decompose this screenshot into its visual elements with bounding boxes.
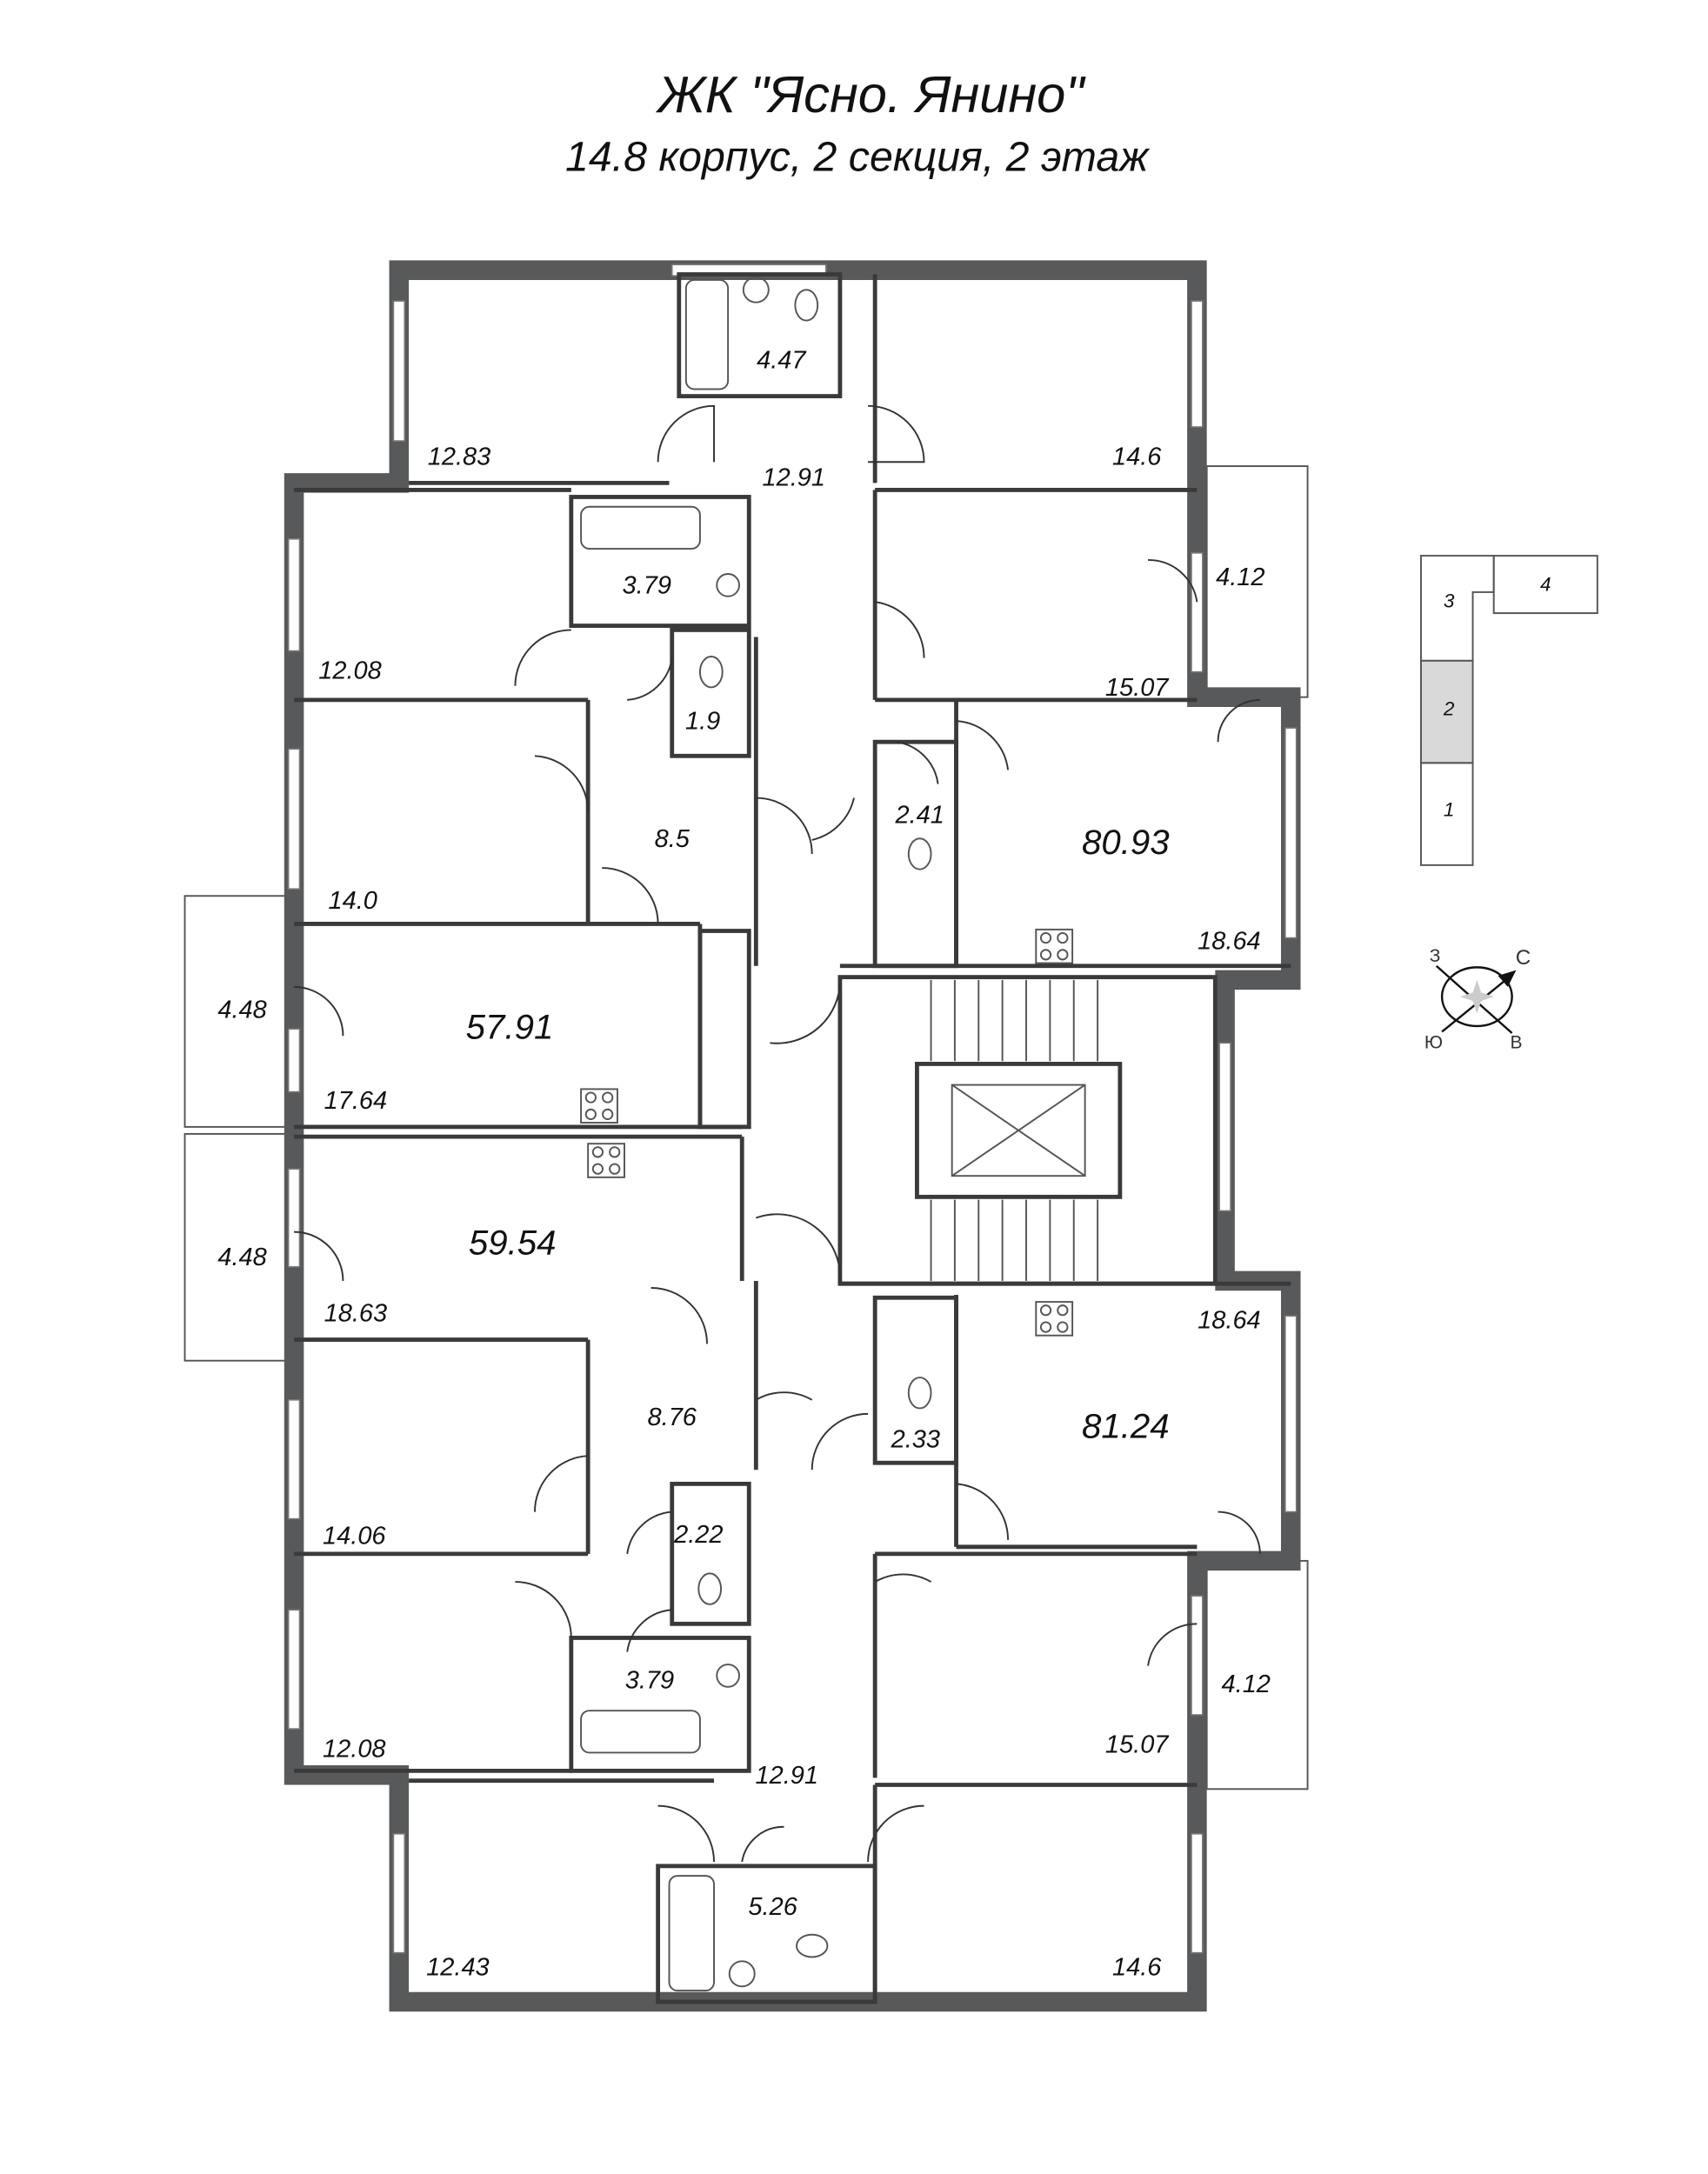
room-area: 8.5	[655, 825, 691, 853]
room-area: 15.07	[1105, 674, 1169, 702]
room-area: 4.48	[217, 1244, 266, 1271]
room-area: 2.22	[673, 1521, 723, 1549]
room-area: 12.08	[318, 657, 382, 685]
apartment-area: 81.24	[1082, 1406, 1170, 1445]
key-section-3	[1419, 555, 1495, 662]
room-area: 3.79	[625, 1666, 674, 1694]
room-area: 15.07	[1105, 1731, 1169, 1758]
apartment-area: 80.93	[1082, 823, 1170, 862]
room-area: 18.63	[324, 1300, 388, 1328]
compass-east-label: В	[1510, 1033, 1522, 1053]
apartment-area: 59.54	[469, 1223, 557, 1262]
key-section-2-current	[1419, 659, 1474, 764]
key-section-1	[1419, 762, 1474, 866]
compass-south-label: Ю	[1424, 1033, 1443, 1053]
doors	[294, 404, 1261, 1863]
room-area: 4.48	[217, 996, 266, 1024]
room-area: 18.64	[1198, 927, 1261, 955]
key-section-4	[1492, 555, 1598, 615]
bathtub-icon	[580, 278, 730, 1992]
room-area: 8.76	[648, 1404, 697, 1431]
apartment-area: 57.91	[466, 1007, 554, 1046]
room-area: 12.43	[426, 1953, 489, 1981]
key-label: 3	[1444, 590, 1455, 612]
room-area: 5.26	[748, 1893, 797, 1921]
room-area: 4.12	[1222, 1671, 1271, 1698]
room-area: 2.33	[891, 1426, 940, 1454]
compass-west-label: З	[1430, 946, 1441, 966]
page-subtitle: 14.8 корпус, 2 секция, 2 этаж	[565, 133, 1150, 180]
room-area: 12.83	[428, 443, 490, 470]
room-area: 12.91	[763, 464, 825, 492]
key-label: 1	[1444, 799, 1455, 821]
toilet-icon	[697, 289, 932, 1958]
room-area: 12.91	[755, 1762, 817, 1790]
room-area: 17.64	[324, 1087, 388, 1115]
room-areas: 12.83 4.47 14.6 12.91 3.79 12.08 4.12 15…	[217, 346, 1271, 1981]
room-area: 12.08	[323, 1735, 386, 1763]
compass-north-label: С	[1516, 946, 1531, 970]
room-area: 1.9	[685, 708, 720, 736]
key-label: 4	[1540, 573, 1551, 595]
room-area: 14.6	[1112, 1953, 1162, 1981]
room-area: 14.6	[1112, 443, 1162, 470]
room-area: 3.79	[623, 572, 671, 600]
stove-icon	[580, 928, 1074, 1337]
page-title: ЖК "Ясно. Янино"	[655, 65, 1086, 123]
room-area: 2.41	[894, 802, 944, 830]
windows	[287, 263, 1298, 1954]
key-label: 2	[1443, 698, 1455, 720]
room-area: 4.47	[757, 346, 806, 374]
interior-walls	[294, 272, 1291, 2004]
room-area: 14.06	[323, 1523, 386, 1550]
room-area: 18.64	[1198, 1307, 1261, 1335]
compass-icon: З С Ю В	[1424, 946, 1531, 1053]
room-area: 4.12	[1216, 564, 1264, 591]
staircase	[930, 979, 1099, 1281]
room-area: 14.0	[329, 887, 377, 915]
sink-icon	[716, 276, 770, 1988]
key-plan: 1 2 3 4	[1419, 555, 1598, 866]
outer-wall	[284, 260, 1301, 2012]
